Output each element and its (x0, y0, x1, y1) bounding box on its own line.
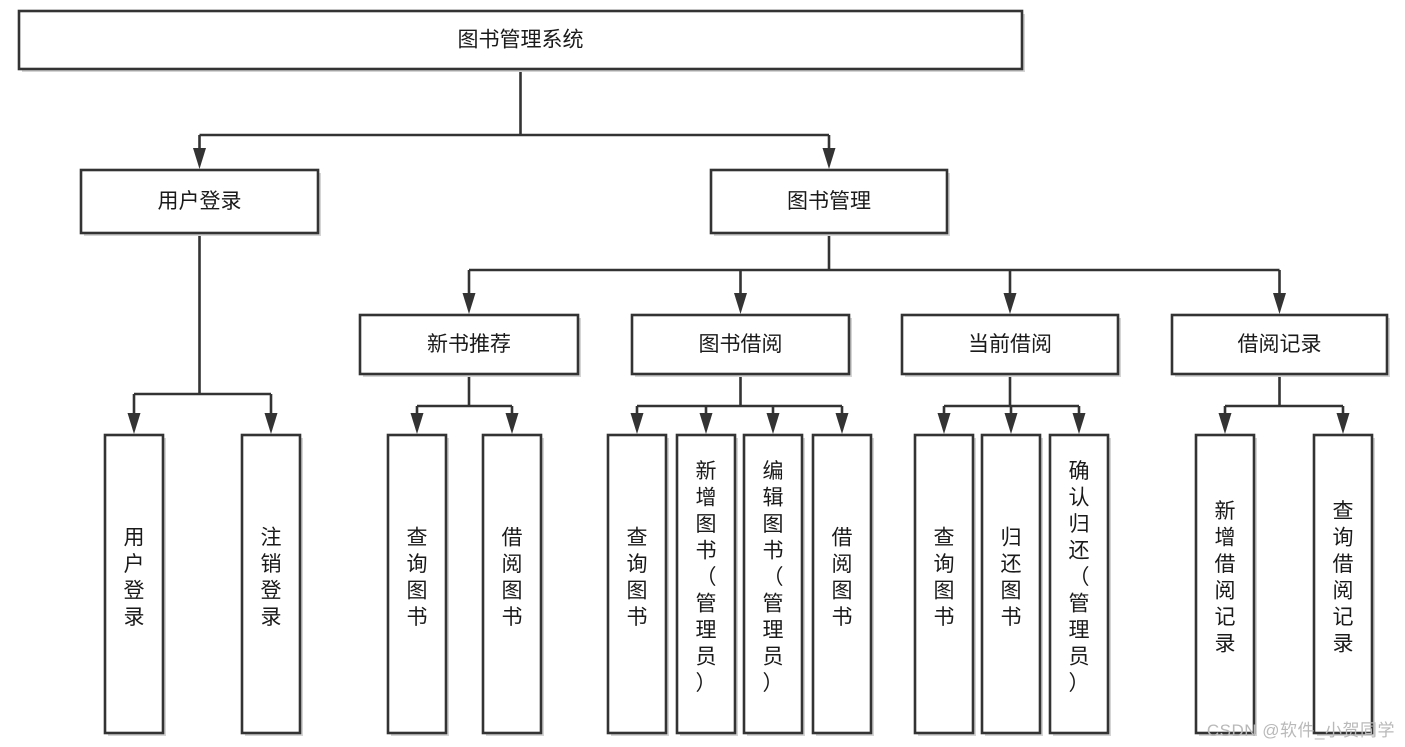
node-借阅记录[interactable]: 借阅记录 (1170, 313, 1390, 377)
node-借阅图书[interactable]: 借阅图书 (481, 433, 544, 736)
node-box[interactable] (103, 433, 165, 735)
node-label: 借阅图书 (832, 526, 853, 629)
arrow-head (505, 413, 519, 434)
node-用户登录[interactable]: 用户登录 (103, 433, 166, 736)
node-box[interactable] (913, 433, 975, 735)
node-label: 图书借阅 (699, 333, 783, 356)
node-box[interactable] (1048, 433, 1110, 735)
node-label: 查询图书 (934, 526, 955, 629)
node-box[interactable] (675, 433, 737, 735)
node-label: 新增图书（管理员） (696, 460, 717, 695)
node-新增图书管理员[interactable]: 新增图书（管理员） (675, 433, 738, 736)
arrow-head (193, 148, 206, 169)
node-图书借阅[interactable]: 图书借阅 (630, 313, 852, 377)
node-查询图书[interactable]: 查询图书 (606, 433, 669, 736)
node-box[interactable] (1312, 433, 1374, 735)
node-box[interactable] (79, 168, 320, 235)
node-box[interactable] (1194, 433, 1256, 735)
node-label: 用户登录 (124, 526, 145, 629)
arrow-head (1273, 293, 1286, 314)
arrow-head (410, 413, 424, 434)
node-label: 查询借阅记录 (1333, 500, 1354, 656)
node-label: 新增借阅记录 (1215, 500, 1236, 656)
arrow-head (699, 413, 713, 434)
node-box[interactable] (358, 313, 580, 376)
node-layer: 图书管理系统用户登录图书管理新书推荐图书借阅当前借阅借阅记录用户登录注销登录查询… (17, 9, 1390, 736)
arrow-head (835, 413, 849, 434)
arrow-head (127, 413, 141, 434)
node-label: 图书管理系统 (458, 29, 584, 52)
node-box[interactable] (17, 9, 1024, 71)
node-label: 查询图书 (407, 526, 428, 629)
node-box[interactable] (742, 433, 804, 735)
node-label: 用户登录 (158, 190, 242, 213)
node-label: 确认归还（管理员） (1069, 460, 1090, 695)
arrow-head (264, 413, 278, 434)
node-label: 当前借阅 (968, 333, 1052, 356)
node-label: 图书管理 (787, 190, 871, 213)
arrow-head (766, 413, 780, 434)
node-label: 注销登录 (261, 526, 282, 629)
node-注销登录[interactable]: 注销登录 (240, 433, 303, 736)
node-图书管理[interactable]: 图书管理 (709, 168, 950, 236)
node-用户登录[interactable]: 用户登录 (79, 168, 321, 236)
arrow-head (734, 293, 747, 314)
arrow-head (1003, 293, 1017, 314)
node-借阅图书[interactable]: 借阅图书 (811, 433, 874, 736)
node-label: 查询图书 (627, 526, 648, 629)
node-box[interactable] (709, 168, 949, 235)
node-查询图书[interactable]: 查询图书 (913, 433, 976, 736)
node-box[interactable] (811, 433, 873, 735)
node-确认归还管理员[interactable]: 确认归还（管理员） (1048, 433, 1111, 736)
node-box[interactable] (481, 433, 543, 735)
arrow-head (1072, 413, 1086, 434)
node-查询图书[interactable]: 查询图书 (386, 433, 449, 736)
node-label: 借阅记录 (1238, 333, 1322, 356)
node-label: 编辑图书（管理员） (763, 460, 784, 695)
connector-layer (127, 69, 1350, 434)
node-box[interactable] (630, 313, 851, 376)
node-查询借阅记录[interactable]: 查询借阅记录 (1312, 433, 1375, 736)
arrow-head (630, 413, 644, 434)
node-编辑图书管理员[interactable]: 编辑图书（管理员） (742, 433, 805, 736)
arrow-head (1004, 413, 1018, 434)
node-label: 借阅图书 (502, 526, 523, 629)
node-box[interactable] (606, 433, 668, 735)
node-归还图书[interactable]: 归还图书 (980, 433, 1043, 736)
node-新增借阅记录[interactable]: 新增借阅记录 (1194, 433, 1257, 736)
node-当前借阅[interactable]: 当前借阅 (900, 313, 1121, 377)
node-box[interactable] (900, 313, 1120, 376)
arrow-head (1336, 413, 1350, 434)
node-label: 新书推荐 (427, 333, 511, 356)
node-box[interactable] (980, 433, 1042, 735)
arrow-head (462, 293, 476, 314)
node-box[interactable] (1170, 313, 1389, 376)
node-box[interactable] (240, 433, 302, 735)
node-图书管理系统[interactable]: 图书管理系统 (17, 9, 1025, 72)
node-新书推荐[interactable]: 新书推荐 (358, 313, 581, 377)
arrow-head (937, 413, 951, 434)
node-label: 归还图书 (1001, 526, 1022, 629)
arrow-head (1218, 413, 1232, 434)
arrow-head (822, 148, 836, 169)
node-box[interactable] (386, 433, 448, 735)
